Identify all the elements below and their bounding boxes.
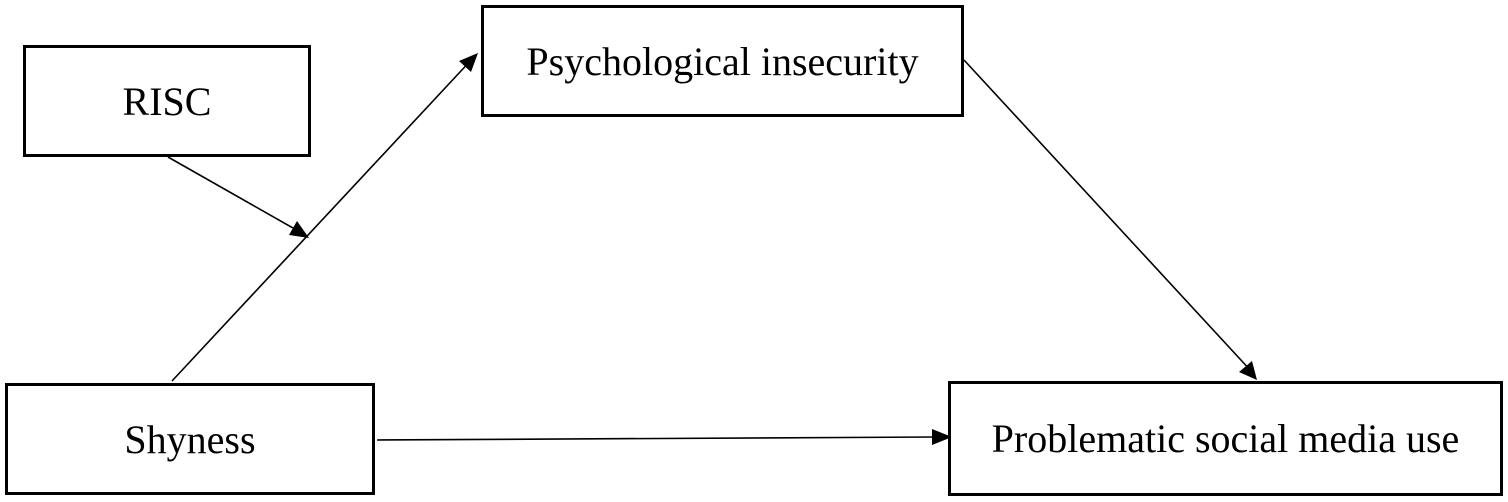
node-psychological-insecurity-label: Psychological insecurity [526,38,919,84]
edge-psychological-insecurity-to-psmu [963,59,1253,373]
edge-shyness-to-psychological-insecurity [171,56,475,382]
node-risc: RISC [23,45,311,157]
node-problematic-social-media-use: Problematic social media use [948,381,1503,496]
node-shyness: Shyness [5,383,375,495]
node-psychological-insecurity: Psychological insecurity [481,5,964,117]
edge-risc-moderation [167,156,301,233]
arrowhead-psychological-insecurity [459,53,478,72]
edge-shyness-to-psmu [376,436,936,441]
arrowhead-psmu-left [932,429,952,445]
node-risc-label: RISC [122,78,212,124]
arrowhead-psmu-top [1239,361,1257,380]
node-shyness-label: Shyness [124,416,256,462]
arrowhead-moderation [289,221,309,238]
node-problematic-social-media-use-label: Problematic social media use [991,416,1460,461]
